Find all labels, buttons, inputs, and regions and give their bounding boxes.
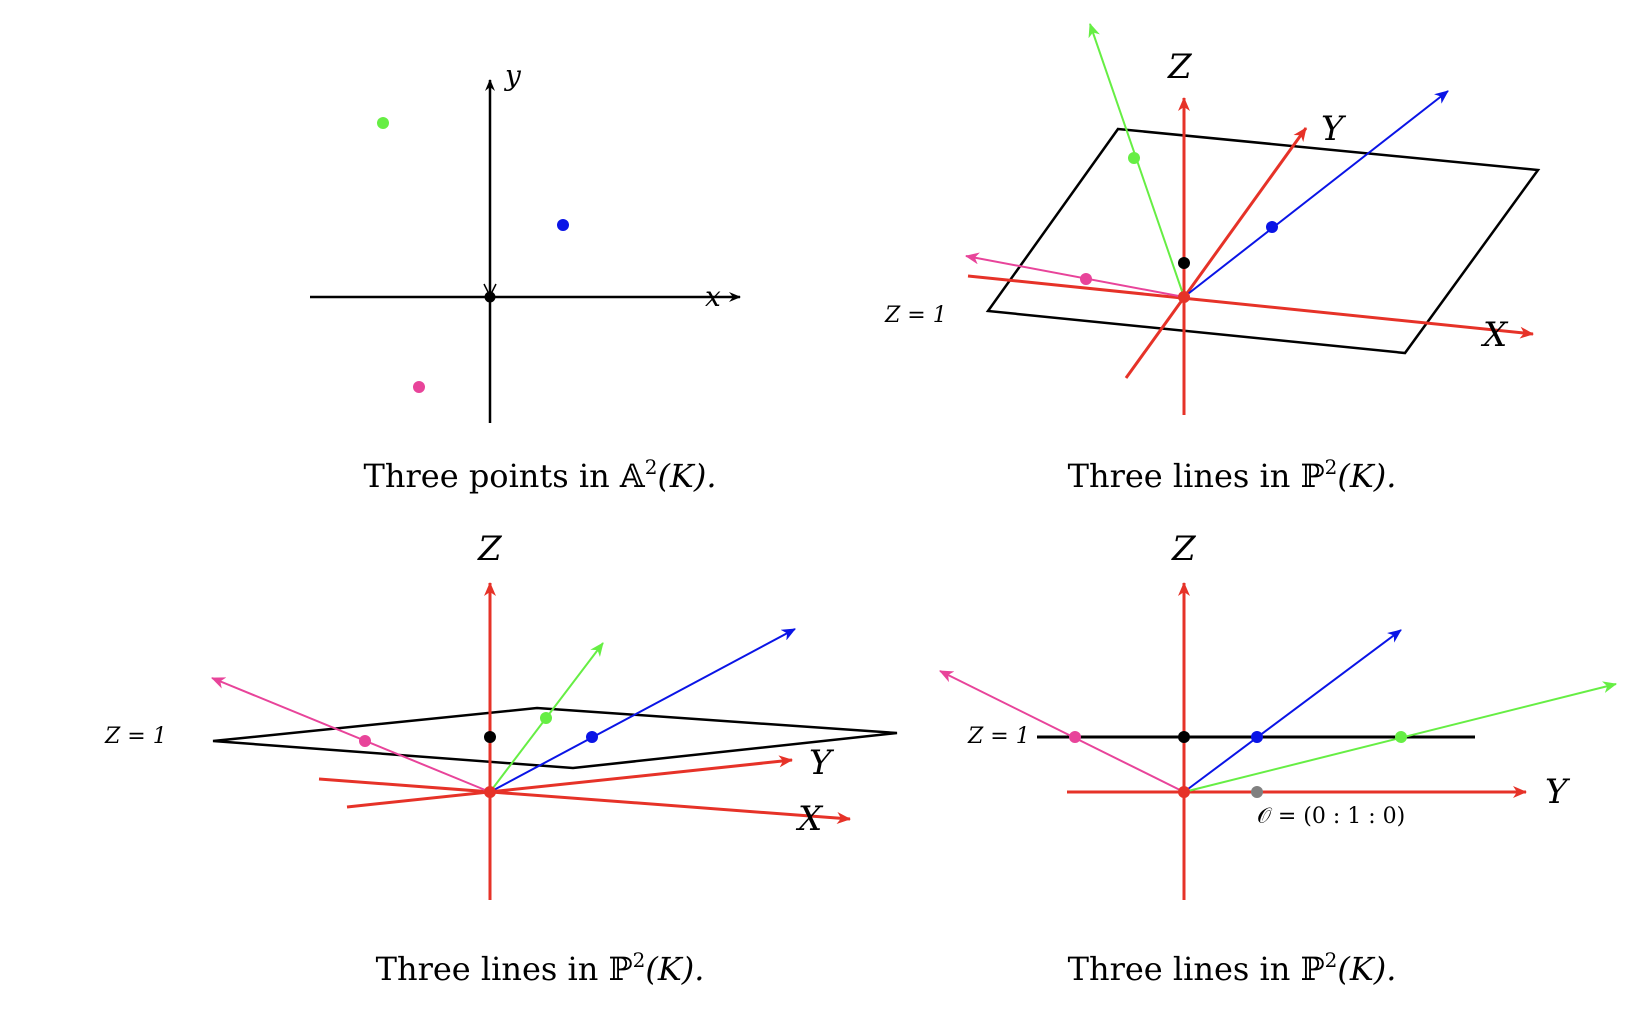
origin-point: [484, 291, 496, 303]
y-axis-label: Y: [1545, 772, 1571, 812]
z-axis-label: Z: [477, 529, 503, 569]
black-point: [1178, 257, 1190, 269]
green-point: [1395, 731, 1407, 743]
pink-point: [413, 381, 425, 393]
pink-line: [939, 670, 1185, 793]
panel-affine-points: x y Three points in 𝔸2(K).: [310, 59, 741, 495]
plane-label: Z = 1: [967, 724, 1030, 749]
blue-line: [1183, 90, 1449, 298]
panel-projective-oblique: Z = 1 Z Y X Three lines in ℙ2(K).: [884, 23, 1541, 495]
blue-line: [489, 628, 796, 793]
blue-point: [1251, 731, 1263, 743]
y-axis: [346, 755, 793, 809]
x-axis: [318, 777, 851, 825]
panel-projective-low: Z = 1 Z Y X Three lines in ℙ2(K).: [104, 529, 898, 988]
x-axis-label: x: [705, 280, 721, 313]
pink-line: [965, 252, 1185, 298]
plane-label: Z = 1: [884, 303, 947, 328]
blue-point: [1266, 221, 1278, 233]
origin-point: [1178, 786, 1190, 798]
plane-z1: [212, 706, 898, 770]
blue-point: [586, 731, 598, 743]
green-point: [1128, 152, 1140, 164]
x-axis-label: X: [795, 799, 824, 839]
point-at-infinity: [1251, 786, 1263, 798]
caption-4: Three lines in ℙ2(K).: [1068, 948, 1397, 988]
origin-point: [484, 786, 496, 798]
caption-3: Three lines in ℙ2(K).: [376, 948, 705, 988]
black-point: [484, 731, 496, 743]
pink-line: [211, 677, 491, 793]
x-axis: [967, 274, 1534, 339]
caption-1: Three points in 𝔸2(K).: [364, 455, 717, 495]
blue-line: [1183, 629, 1402, 793]
caption-2: Three lines in ℙ2(K).: [1068, 455, 1397, 495]
origin-label: 𝒪 = (0 : 1 : 0): [1257, 804, 1405, 829]
y-axis-label: Y: [809, 743, 835, 783]
plane-z1: [985, 127, 1541, 355]
z-axis-label: Z: [1171, 529, 1197, 569]
x-axis-label: X: [1480, 315, 1509, 355]
origin-point: [1178, 291, 1190, 303]
y-axis-label: Y: [1321, 109, 1347, 149]
z-axis-label: Z: [1167, 47, 1193, 87]
black-point: [1178, 731, 1190, 743]
pink-point: [1069, 731, 1081, 743]
green-point: [377, 117, 389, 129]
pink-point: [359, 735, 371, 747]
plane-label: Z = 1: [104, 724, 167, 749]
blue-point: [557, 219, 569, 231]
y-axis: [1124, 127, 1308, 379]
y-axis-label: y: [503, 59, 522, 92]
pink-point: [1080, 273, 1092, 285]
panel-projective-side: Z = 1 Z Y 𝒪 = (0 : 1 : 0) Three lines in…: [939, 529, 1617, 988]
green-point: [540, 712, 552, 724]
